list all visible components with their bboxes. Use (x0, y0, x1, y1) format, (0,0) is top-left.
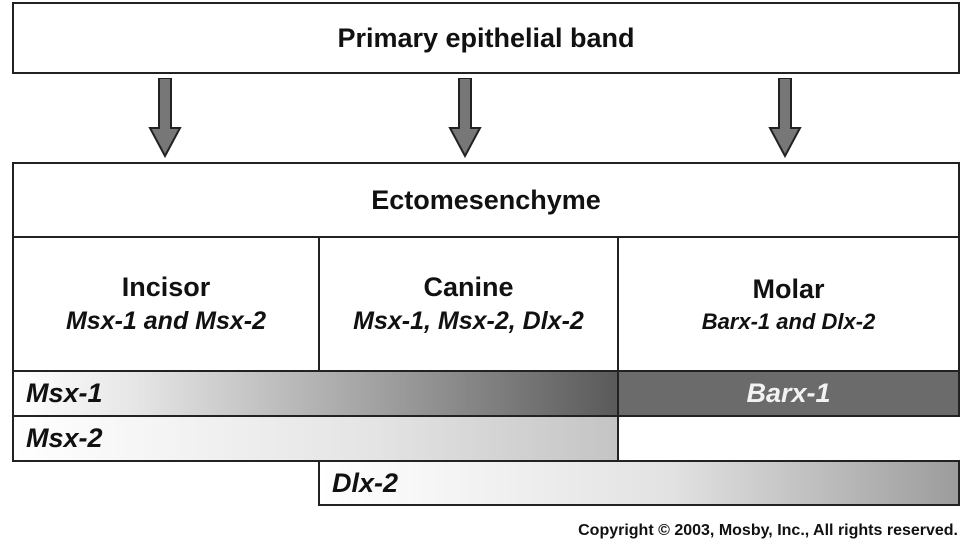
dlx2-bar: Dlx-2 (318, 460, 960, 506)
molar-title: Molar (752, 273, 825, 304)
arrow-down-icon (448, 78, 482, 158)
arrow-down-icon (148, 78, 182, 158)
dlx2-label: Dlx-2 (332, 467, 399, 498)
canine-genes: Msx-1, Msx-2, Dlx-2 (353, 307, 584, 335)
canine-cell: Canine Msx-1, Msx-2, Dlx-2 (318, 236, 619, 372)
msx2-bar: Msx-2 (12, 415, 619, 462)
ectomesenchyme-label: Ectomesenchyme (371, 184, 601, 215)
molar-cell: Molar Barx-1 and Dlx-2 (617, 236, 960, 372)
molar-genes: Barx-1 and Dlx-2 (701, 308, 876, 334)
copyright-notice: Copyright © 2003, Mosby, Inc., All right… (578, 522, 958, 539)
msx2-label: Msx-2 (26, 423, 103, 453)
barx1-label: Barx-1 (746, 378, 831, 408)
incisor-genes: Msx-1 and Msx-2 (65, 307, 267, 335)
incisor-title: Incisor (121, 272, 211, 302)
primary-epithelial-band-box: Primary epithelial band (12, 2, 960, 74)
barx1-bar: Barx-1 (617, 370, 960, 417)
canine-title: Canine (423, 272, 514, 302)
ectomesenchyme-box: Ectomesenchyme (12, 162, 960, 238)
arrow-down-icon (768, 78, 802, 158)
incisor-cell: Incisor Msx-1 and Msx-2 (12, 236, 320, 372)
msx1-bar: Msx-1 (12, 370, 619, 417)
msx1-label: Msx-1 (26, 378, 103, 408)
primary-epithelial-band-label: Primary epithelial band (337, 22, 635, 53)
